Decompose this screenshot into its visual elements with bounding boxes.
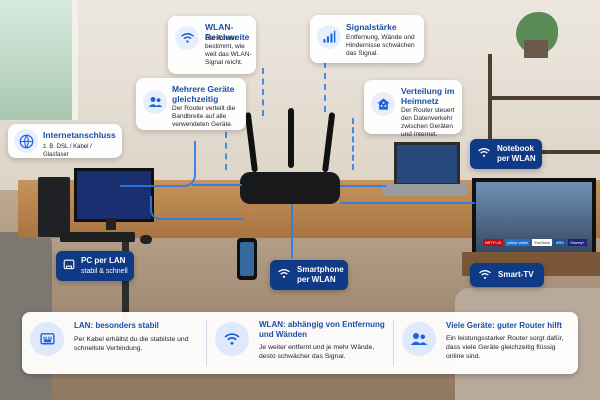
callout-text: Der Router verteilt die Bandbreite auf a… <box>172 105 236 128</box>
tv-link <box>340 202 475 204</box>
users-icon <box>402 322 436 356</box>
tv-app: Disney+ <box>568 239 587 246</box>
phone-link <box>291 204 293 258</box>
footer-lan: LAN: besonders stabil Per Kabel erhältst… <box>22 312 206 374</box>
router-antenna-center <box>288 108 294 168</box>
callout-signalstaerke: Signalstärke Entfernung, Wände und Hinde… <box>310 15 424 63</box>
info-footer: LAN: besonders stabil Per Kabel erhältst… <box>22 312 578 374</box>
callout-text: Der Router steuert den Datenverkehr zwis… <box>401 107 455 138</box>
dashed-link <box>262 68 264 116</box>
label-notebook: Notebook per WLAN <box>470 139 542 169</box>
callout-wlan-reichweite: WLAN-Reichweite Der Router bestimmt, wie… <box>168 16 256 74</box>
wifi-router <box>240 172 340 204</box>
signal-bars-icon <box>317 25 341 49</box>
smartphone-screen <box>240 242 254 276</box>
pc-cable <box>150 196 244 220</box>
dashed-link <box>324 62 326 112</box>
footer-title: Viele Geräte: guter Router hilft <box>446 321 562 330</box>
footer-divider <box>206 320 207 366</box>
bookshelf <box>488 54 600 154</box>
ethernet-icon <box>63 259 75 270</box>
tv-app: NETFLIX <box>483 239 504 246</box>
dashed-link <box>225 132 227 170</box>
label-text: stabil & schnell <box>81 268 128 275</box>
callout-text: z. B. DSL / Kabel / Glasfaser <box>43 144 92 158</box>
label-pc: PC per LAN stabil & schnell <box>56 251 134 281</box>
keyboard <box>60 232 135 242</box>
callout-mehrere-geraete: Mehrere Geräte gleichzeitig Der Router v… <box>136 78 246 130</box>
footer-text: Je weiter entfernt und je mehr Wände, de… <box>259 344 375 360</box>
tv-app: YouTube <box>532 239 552 246</box>
callout-verteilung: Verteilung im Heimnetz Der Router steuer… <box>364 80 462 138</box>
wifi-icon <box>215 322 249 356</box>
callout-title: Signalstärke <box>346 22 397 32</box>
laptop-link <box>340 185 386 187</box>
internet-cable <box>120 141 196 187</box>
laptop-screen <box>394 142 460 186</box>
tv-app: prime video <box>505 239 531 246</box>
callout-text: Entfernung, Wände und Hindernisse schwäc… <box>346 34 415 57</box>
pc-tower <box>38 177 70 237</box>
callout-title: Verteilung im Heimnetz <box>401 86 455 106</box>
mouse <box>140 235 152 244</box>
monitor-stand <box>106 218 116 230</box>
tv-app: ARD <box>553 239 567 246</box>
label-tv: Smart-TV <box>470 263 544 287</box>
home-network-icon <box>371 92 395 116</box>
dashed-link <box>352 118 354 170</box>
tv-app-row: NETFLIX prime video YouTube ARD Disney+ <box>483 239 587 246</box>
plant-pot <box>524 40 548 58</box>
wifi-icon <box>478 147 490 157</box>
callout-title: Internetanschluss <box>43 130 116 140</box>
footer-title: WLAN: abhängig von Entfernung und Wänden <box>259 320 385 339</box>
footer-divider <box>393 320 394 366</box>
footer-title: LAN: besonders stabil <box>74 321 159 330</box>
window <box>0 0 78 120</box>
wifi-icon <box>479 269 491 279</box>
label-title: PC per LAN <box>81 256 126 265</box>
router-cable-left <box>192 184 242 186</box>
footer-text: Per Kabel erhältst du die stabilste und … <box>74 336 189 352</box>
footer-devices: Viele Geräte: guter Router hilft Ein lei… <box>394 312 578 374</box>
users-icon <box>143 90 167 114</box>
label-smartphone: Smartphone per WLAN <box>270 260 348 290</box>
label-title: Smart-TV <box>498 270 534 279</box>
ethernet-port-icon <box>30 322 64 356</box>
callout-title: Mehrere Geräte gleichzeitig <box>172 84 235 104</box>
label-title: Smartphone per WLAN <box>297 265 344 284</box>
smart-tv: NETFLIX prime video YouTube ARD Disney+ <box>472 178 596 258</box>
footer-text: Ein leistungsstarker Router sorgt dafür,… <box>446 335 564 360</box>
wifi-icon <box>175 26 199 50</box>
callout-text: Der Router bestimmt, wie weit das WLAN-S… <box>205 35 252 66</box>
laptop-base <box>382 184 468 196</box>
globe-icon <box>14 129 38 153</box>
callout-title: WLAN-Reichweite <box>205 22 250 42</box>
callout-internetanschluss: Internetanschluss z. B. DSL / Kabel / Gl… <box>8 124 122 158</box>
label-title: Notebook per WLAN <box>497 144 536 163</box>
footer-wlan: WLAN: abhängig von Entfernung und Wänden… <box>207 312 392 374</box>
wifi-icon <box>278 268 290 278</box>
